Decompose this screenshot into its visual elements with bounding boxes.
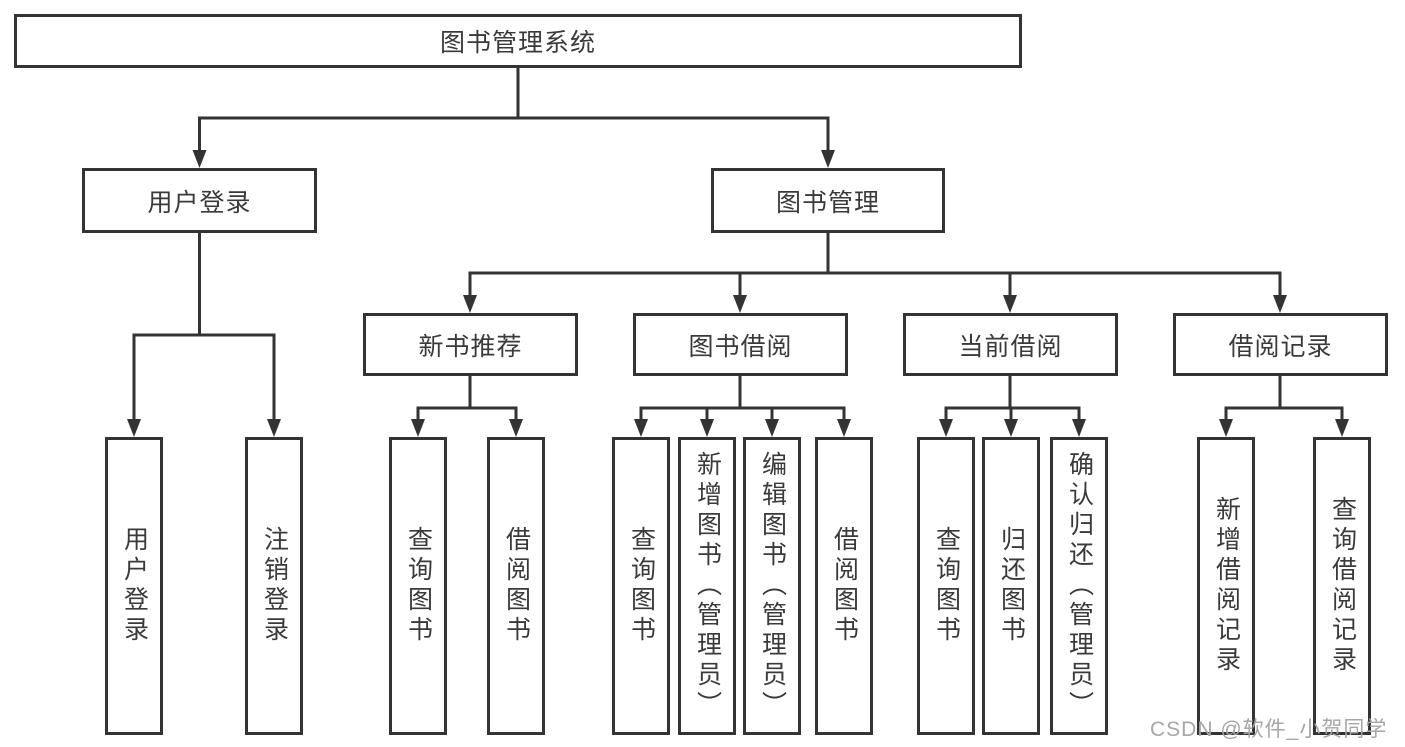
node-label: 查询图书 — [932, 526, 961, 646]
node-label: 借阅图书 — [502, 526, 531, 646]
node-label: 注销登录 — [260, 526, 289, 646]
leaf-cb-return-books: 归还图书 — [982, 437, 1040, 735]
node-label: 图书管理系统 — [439, 29, 596, 57]
leaf-bb-edit-books-admin: 编辑图书（管理员） — [743, 437, 801, 735]
node-book-management: 图书管理 — [711, 168, 945, 233]
node-label: 新增借阅记录 — [1212, 496, 1241, 676]
leaf-cb-confirm-return-admin: 确认归还（管理员） — [1050, 437, 1108, 735]
leaf-br-add-record: 新增借阅记录 — [1197, 437, 1255, 735]
leaf-br-query-record: 查询借阅记录 — [1313, 437, 1371, 735]
leaf-bb-add-books-admin: 新增图书（管理员） — [678, 437, 736, 735]
leaf-bb-query-books: 查询图书 — [612, 437, 670, 735]
node-label: 查询图书 — [627, 526, 656, 646]
node-label: 新增图书（管理员） — [693, 451, 722, 721]
leaf-logout: 注销登录 — [245, 437, 303, 735]
node-label: 借阅图书 — [830, 526, 859, 646]
node-label: 用户登录 — [120, 526, 149, 646]
node-label: 查询借阅记录 — [1328, 496, 1357, 676]
node-label: 图书管理 — [775, 188, 880, 217]
node-borrowing-records: 借阅记录 — [1173, 313, 1388, 376]
node-label: 查询图书 — [404, 526, 433, 646]
node-label: 确认归还（管理员） — [1065, 451, 1094, 721]
csdn-watermark: CSDN @软件_小贺同学 — [1150, 718, 1388, 741]
node-current-borrowing: 当前借阅 — [903, 313, 1118, 376]
node-label: 编辑图书（管理员） — [758, 451, 787, 721]
node-label: 借阅记录 — [1228, 332, 1333, 361]
node-library-system: 图书管理系统 — [14, 14, 1022, 68]
node-label: 图书借阅 — [688, 332, 793, 361]
leaf-nb-query-books: 查询图书 — [389, 437, 447, 735]
leaf-user-login: 用户登录 — [105, 437, 163, 735]
node-label: 当前借阅 — [958, 332, 1063, 361]
node-new-book-recommend: 新书推荐 — [363, 313, 578, 376]
node-user-login-branch: 用户登录 — [82, 168, 317, 233]
node-book-borrowing: 图书借阅 — [633, 313, 848, 376]
leaf-cb-query-books: 查询图书 — [917, 437, 975, 735]
node-label: 归还图书 — [997, 526, 1026, 646]
leaf-bb-borrow-books: 借阅图书 — [815, 437, 873, 735]
node-label: 用户登录 — [147, 188, 252, 217]
node-label: 新书推荐 — [418, 332, 523, 361]
leaf-nb-borrow-books: 借阅图书 — [487, 437, 545, 735]
